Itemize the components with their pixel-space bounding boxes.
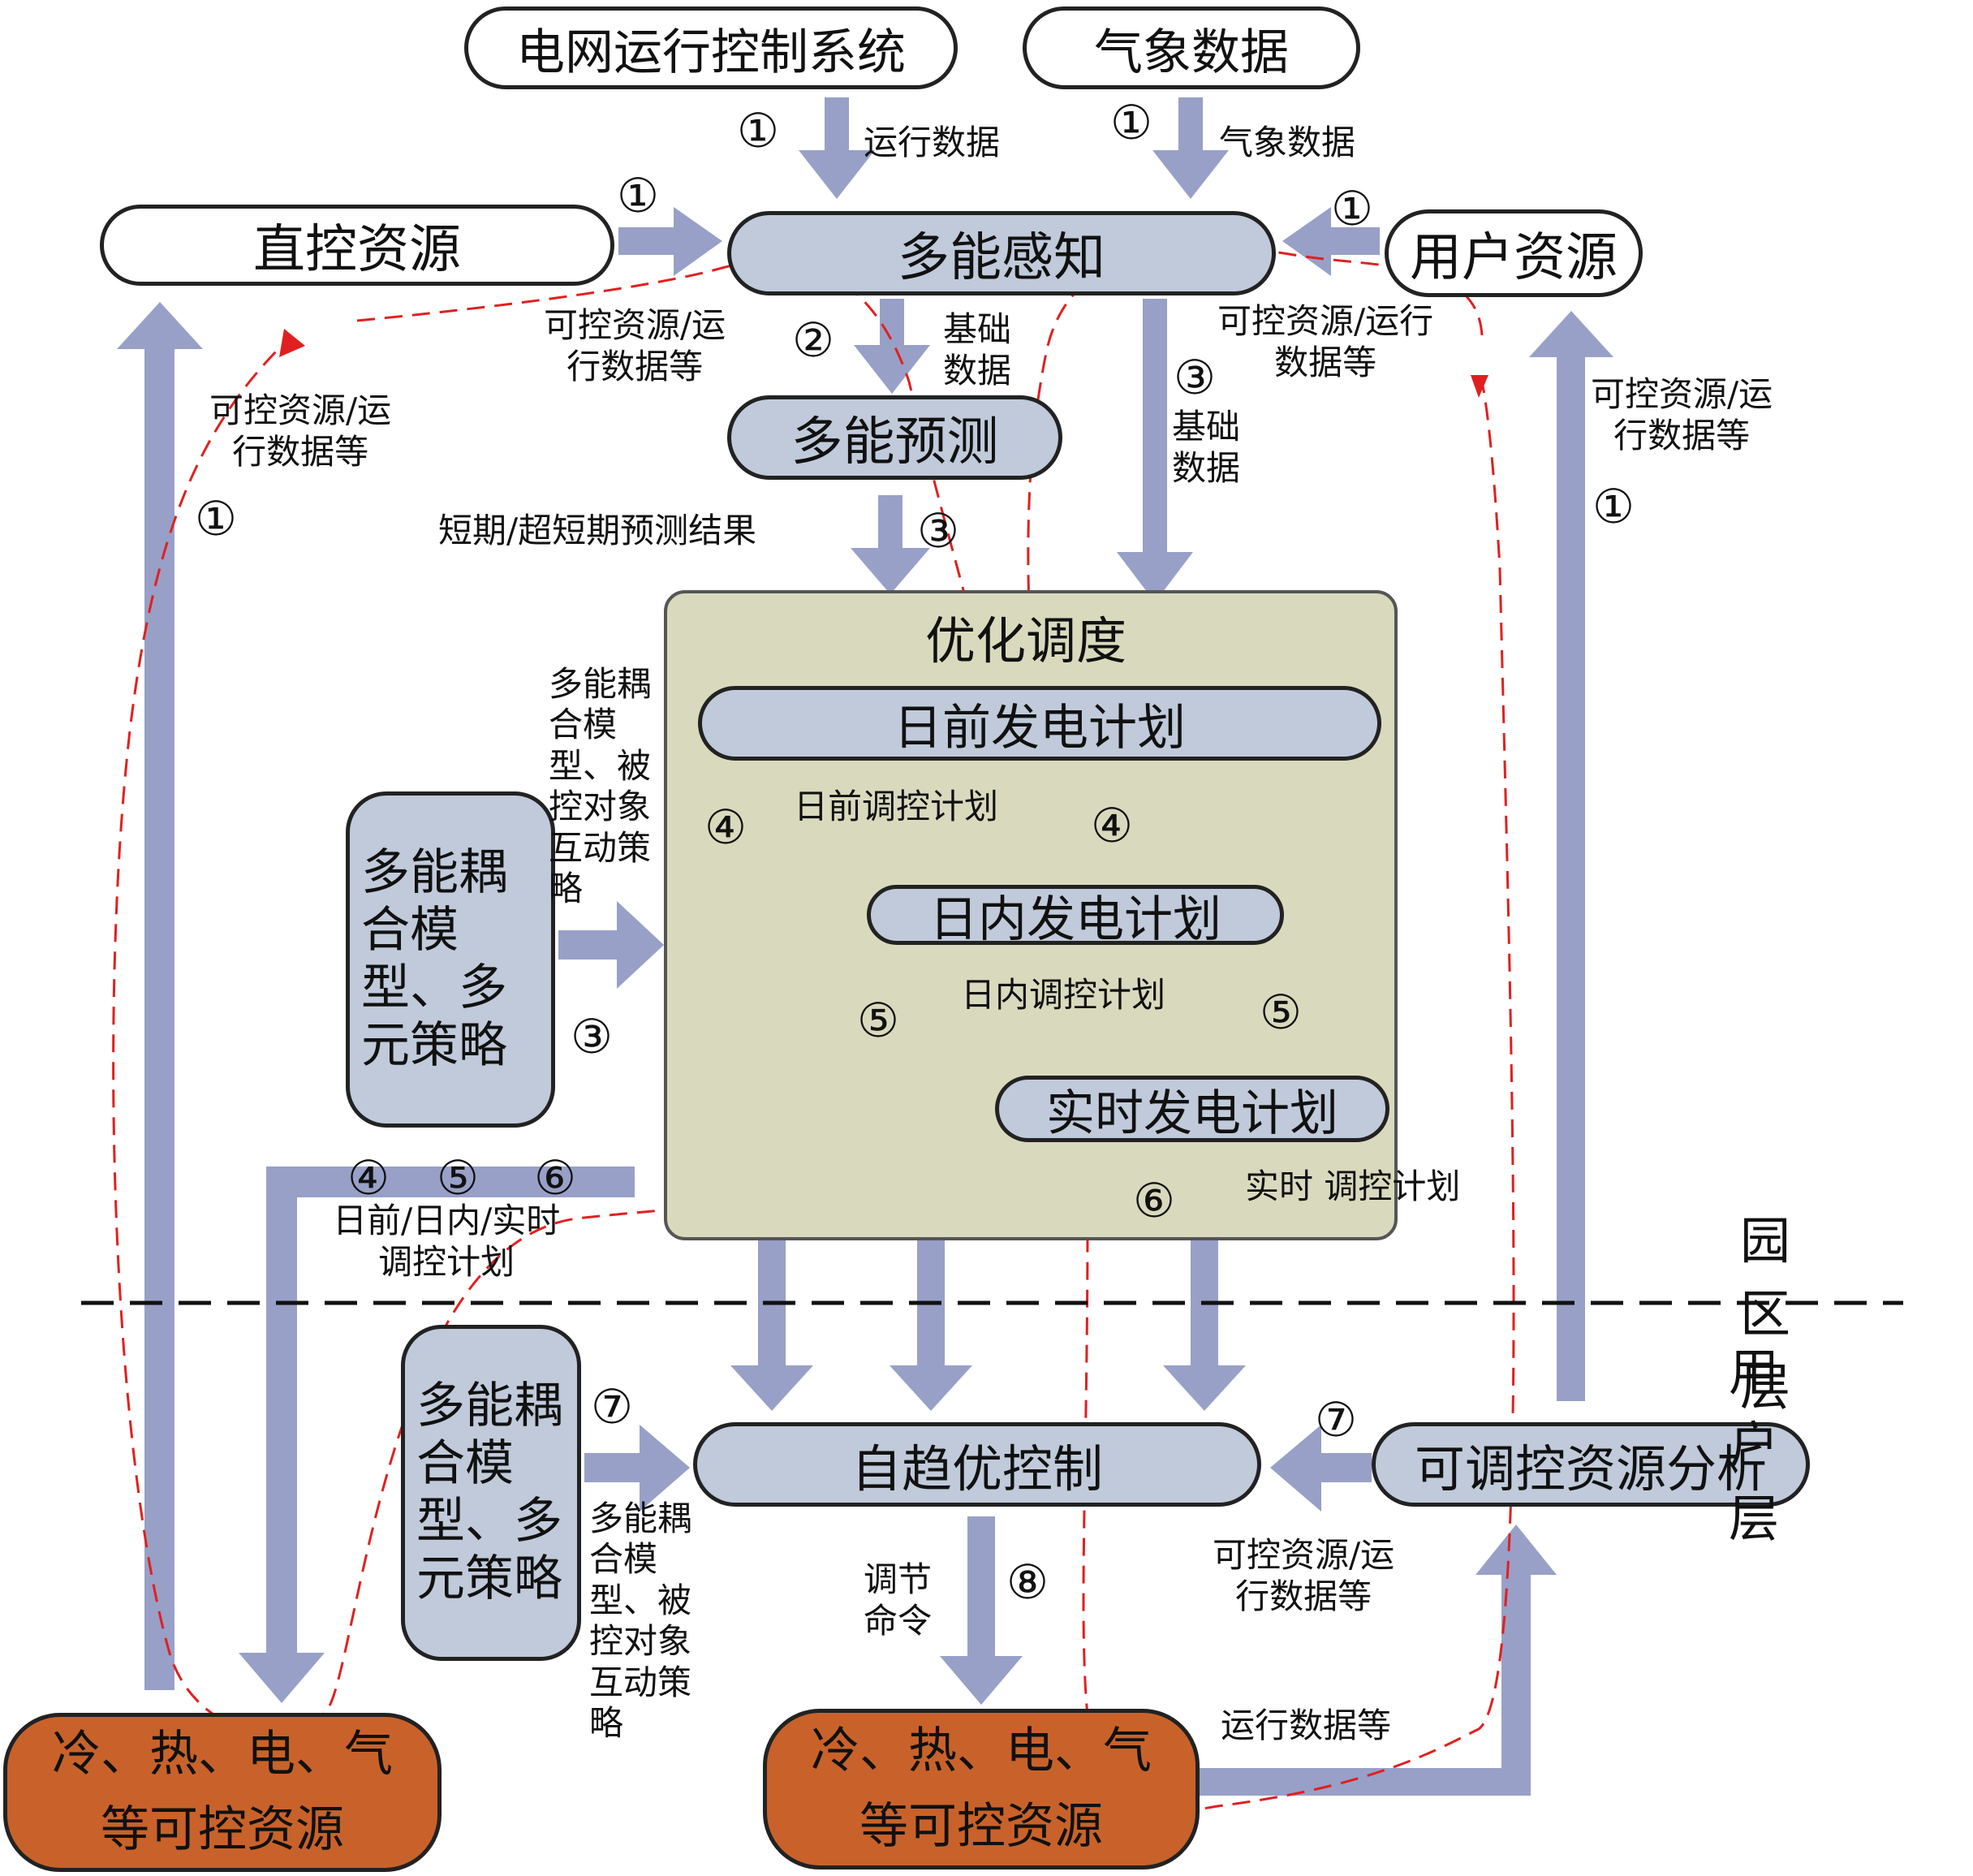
label-ctrl-data-bottom: 可控资源/运 行数据等 [1213, 1535, 1395, 1617]
step-4-intraday: ④ [1091, 798, 1133, 853]
arrow-selfopt-to-resources [940, 1516, 1023, 1705]
grid-control-system[interactable]: 电网运行控制系统 [464, 6, 958, 89]
arrow-realtime-to-selfopt [1163, 1135, 1246, 1411]
layer-label-user: 用户层 [1729, 1343, 1780, 1548]
arrow-left-resources-up [117, 302, 203, 1690]
step-5-realtime: ⑤ [1260, 985, 1302, 1040]
arrow-perception-to-prediction [854, 299, 930, 394]
weather-data[interactable]: 气象数据 [1023, 6, 1360, 89]
step-1-grid: ① [737, 103, 779, 158]
label-run-data: 运行数据 [864, 123, 1001, 162]
label-ctrl-data-right: 可控资源/运 行数据等 [1591, 374, 1773, 456]
step-2-prediction: ② [792, 313, 834, 368]
step-6-realtime: ⑥ [1133, 1173, 1175, 1228]
step-5-plan: ⑤ [437, 1150, 479, 1205]
arrow-grid-to-perception [799, 97, 875, 199]
step-1-left: ① [195, 491, 237, 546]
optimization-title: 优化调度 [925, 611, 1127, 671]
arrow-prediction-to-optimization [851, 495, 930, 594]
label-realtime-ctrl: 实时 调控计划 [1245, 1167, 1461, 1206]
label-weather-data: 气象数据 [1219, 123, 1356, 162]
controllable-resources-left[interactable]: 冷、热、电、气 等可控资源 [3, 1713, 442, 1872]
arrow-perception-to-optimization [1117, 299, 1193, 602]
user-resource[interactable]: 用户资源 [1385, 209, 1643, 297]
label-intraday-ctrl: 日内调控计划 [961, 975, 1166, 1015]
label-day-ahead-ctrl: 日前调控计划 [794, 787, 999, 826]
step-4-dayahead: ④ [704, 800, 747, 855]
label-ctrl-data-2: 可控资源/运行 数据等 [1217, 301, 1434, 383]
step-7-coupling: ⑦ [591, 1379, 633, 1434]
label-ctrl-data-1: 可控资源/运 行数据等 [544, 305, 726, 387]
multi-energy-prediction[interactable]: 多能预测 [727, 395, 1062, 480]
label-coupling-note-top: 多能耦 合模 型、被 控对象 互动策 略 [549, 664, 652, 908]
arrow-resources-to-adjustable [1200, 1525, 1557, 1796]
arrow-adjustable-to-selfopt [1270, 1425, 1372, 1512]
step-5-intraday: ⑤ [857, 993, 899, 1048]
arrow-direct-to-perception [618, 207, 722, 276]
label-run-data-etc: 运行数据等 [1221, 1706, 1392, 1745]
adjustable-resource-analysis[interactable]: 可调控资源分析 [1372, 1422, 1810, 1507]
step-3-base: ③ [1174, 350, 1216, 405]
controllable-resources-right[interactable]: 冷、热、电、气 等可控资源 [763, 1709, 1200, 1870]
label-base-data-1: 基础 数据 [943, 309, 1012, 391]
step-7-adjustable: ⑦ [1315, 1392, 1357, 1447]
step-4-plan: ④ [347, 1150, 390, 1205]
step-3-coupling: ③ [571, 1009, 613, 1064]
arrow-weather-to-perception [1152, 97, 1229, 199]
step-3-forecast: ③ [917, 503, 959, 558]
arrow-right-resources-up [1529, 311, 1613, 1401]
label-coupling-note-bottom: 多能耦 合模 型、被 控对象 互动策 略 [589, 1499, 692, 1743]
label-forecast: 短期/超短期预测结果 [438, 511, 757, 550]
intraday-plan[interactable]: 日内发电计划 [867, 885, 1284, 948]
coupling-model-bottom[interactable]: 多能耦合模型、多元策略 [401, 1325, 581, 1661]
step-6-plan: ⑥ [534, 1150, 576, 1205]
dashed-head-left [279, 329, 305, 357]
arrow-coupling-to-optimization [558, 901, 664, 989]
layer-label-park: 园区层 [1740, 1211, 1791, 1417]
arrow-plans-to-left-resources [239, 1167, 635, 1703]
label-plan-ctrl: 日前/日内/实时 调控计划 [333, 1201, 561, 1283]
step-1-weather: ① [1110, 95, 1152, 150]
direct-control-resource[interactable]: 直控资源 [100, 205, 614, 286]
step-1-user: ① [1331, 181, 1373, 236]
step-1-direct: ① [617, 168, 659, 223]
arrow-user-to-perception [1282, 207, 1380, 276]
label-adjust-cmd: 调节 命令 [864, 1559, 933, 1641]
arrow-coupling-bottom-to-selfopt [584, 1425, 690, 1512]
coupling-model-top[interactable]: 多能耦合模型、多元策略 [346, 791, 555, 1128]
multi-energy-perception[interactable]: 多能感知 [727, 211, 1276, 295]
realtime-plan[interactable]: 实时发电计划 [995, 1076, 1389, 1142]
day-ahead-plan[interactable]: 日前发电计划 [698, 686, 1381, 761]
step-8-command: ⑧ [1006, 1555, 1049, 1610]
label-base-data-2: 基础 数据 [1172, 407, 1241, 489]
step-1-right: ① [1592, 479, 1635, 534]
self-optimizing-control[interactable]: 自趋优控制 [693, 1422, 1261, 1507]
dashed-head-right [1471, 375, 1488, 398]
label-ctrl-data-left: 可控资源/运 行数据等 [209, 390, 392, 472]
